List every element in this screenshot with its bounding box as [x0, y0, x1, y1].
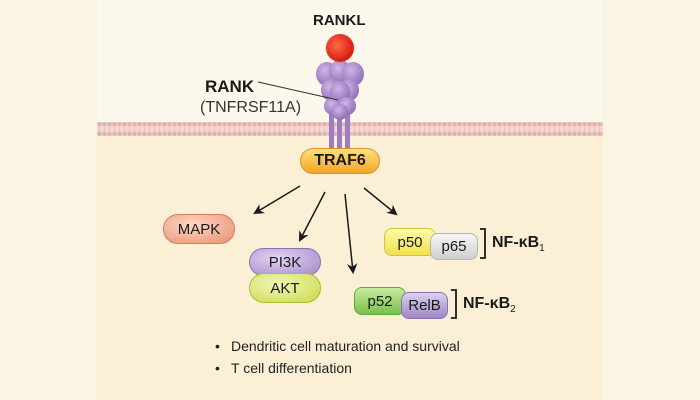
arrow-icon	[299, 191, 326, 242]
nfkb2-label: NF-κB2	[463, 295, 516, 315]
pi3k-label: PI3K	[268, 253, 302, 271]
rankl-ligand-icon	[325, 33, 355, 63]
relb-node: RelB	[401, 292, 448, 319]
akt-node: AKT	[249, 273, 321, 303]
p65-node: p65	[430, 233, 478, 260]
arrow-icon	[344, 193, 358, 275]
rank-label: RANK	[205, 77, 255, 96]
p65-label: p65	[441, 238, 467, 255]
arrow-icon	[363, 187, 398, 216]
nfkb1-base: NF-κB	[492, 234, 540, 251]
p52-label: p52	[367, 292, 393, 310]
nfkb1-label: NF-κB1	[492, 234, 545, 254]
rank-receptor-icon	[316, 60, 364, 152]
p52-node: p52	[354, 287, 406, 315]
nfkb1-sub: 1	[539, 243, 545, 255]
p50-label: p50	[397, 233, 423, 251]
outcome-list: •Dendritic cell maturation and survival …	[215, 335, 460, 379]
outcome-text: T cell differentiation	[231, 360, 352, 376]
bracket-icon	[451, 289, 457, 319]
nfkb2-base: NF-κB	[463, 295, 511, 312]
bracket-icon	[480, 228, 486, 259]
rankl-label: RANKL	[313, 12, 366, 29]
traf6-label: TRAF6	[314, 152, 366, 169]
mapk-node: MAPK	[163, 214, 235, 244]
akt-label: AKT	[270, 279, 300, 297]
mapk-label: MAPK	[177, 220, 221, 238]
list-item: •T cell differentiation	[215, 360, 352, 376]
arrow-icon	[253, 185, 301, 215]
rank-leader-line	[257, 81, 339, 101]
traf6-node: TRAF6	[300, 148, 380, 174]
outcome-text: Dendritic cell maturation and survival	[231, 338, 460, 354]
list-item: •Dendritic cell maturation and survival	[215, 338, 460, 354]
nfkb2-sub: 2	[510, 304, 516, 316]
pi3k-node: PI3K	[249, 248, 321, 276]
p50-node: p50	[384, 228, 436, 256]
rank-alias-label: (TNFRSF11A)	[200, 99, 302, 116]
relb-label: RelB	[408, 297, 441, 314]
